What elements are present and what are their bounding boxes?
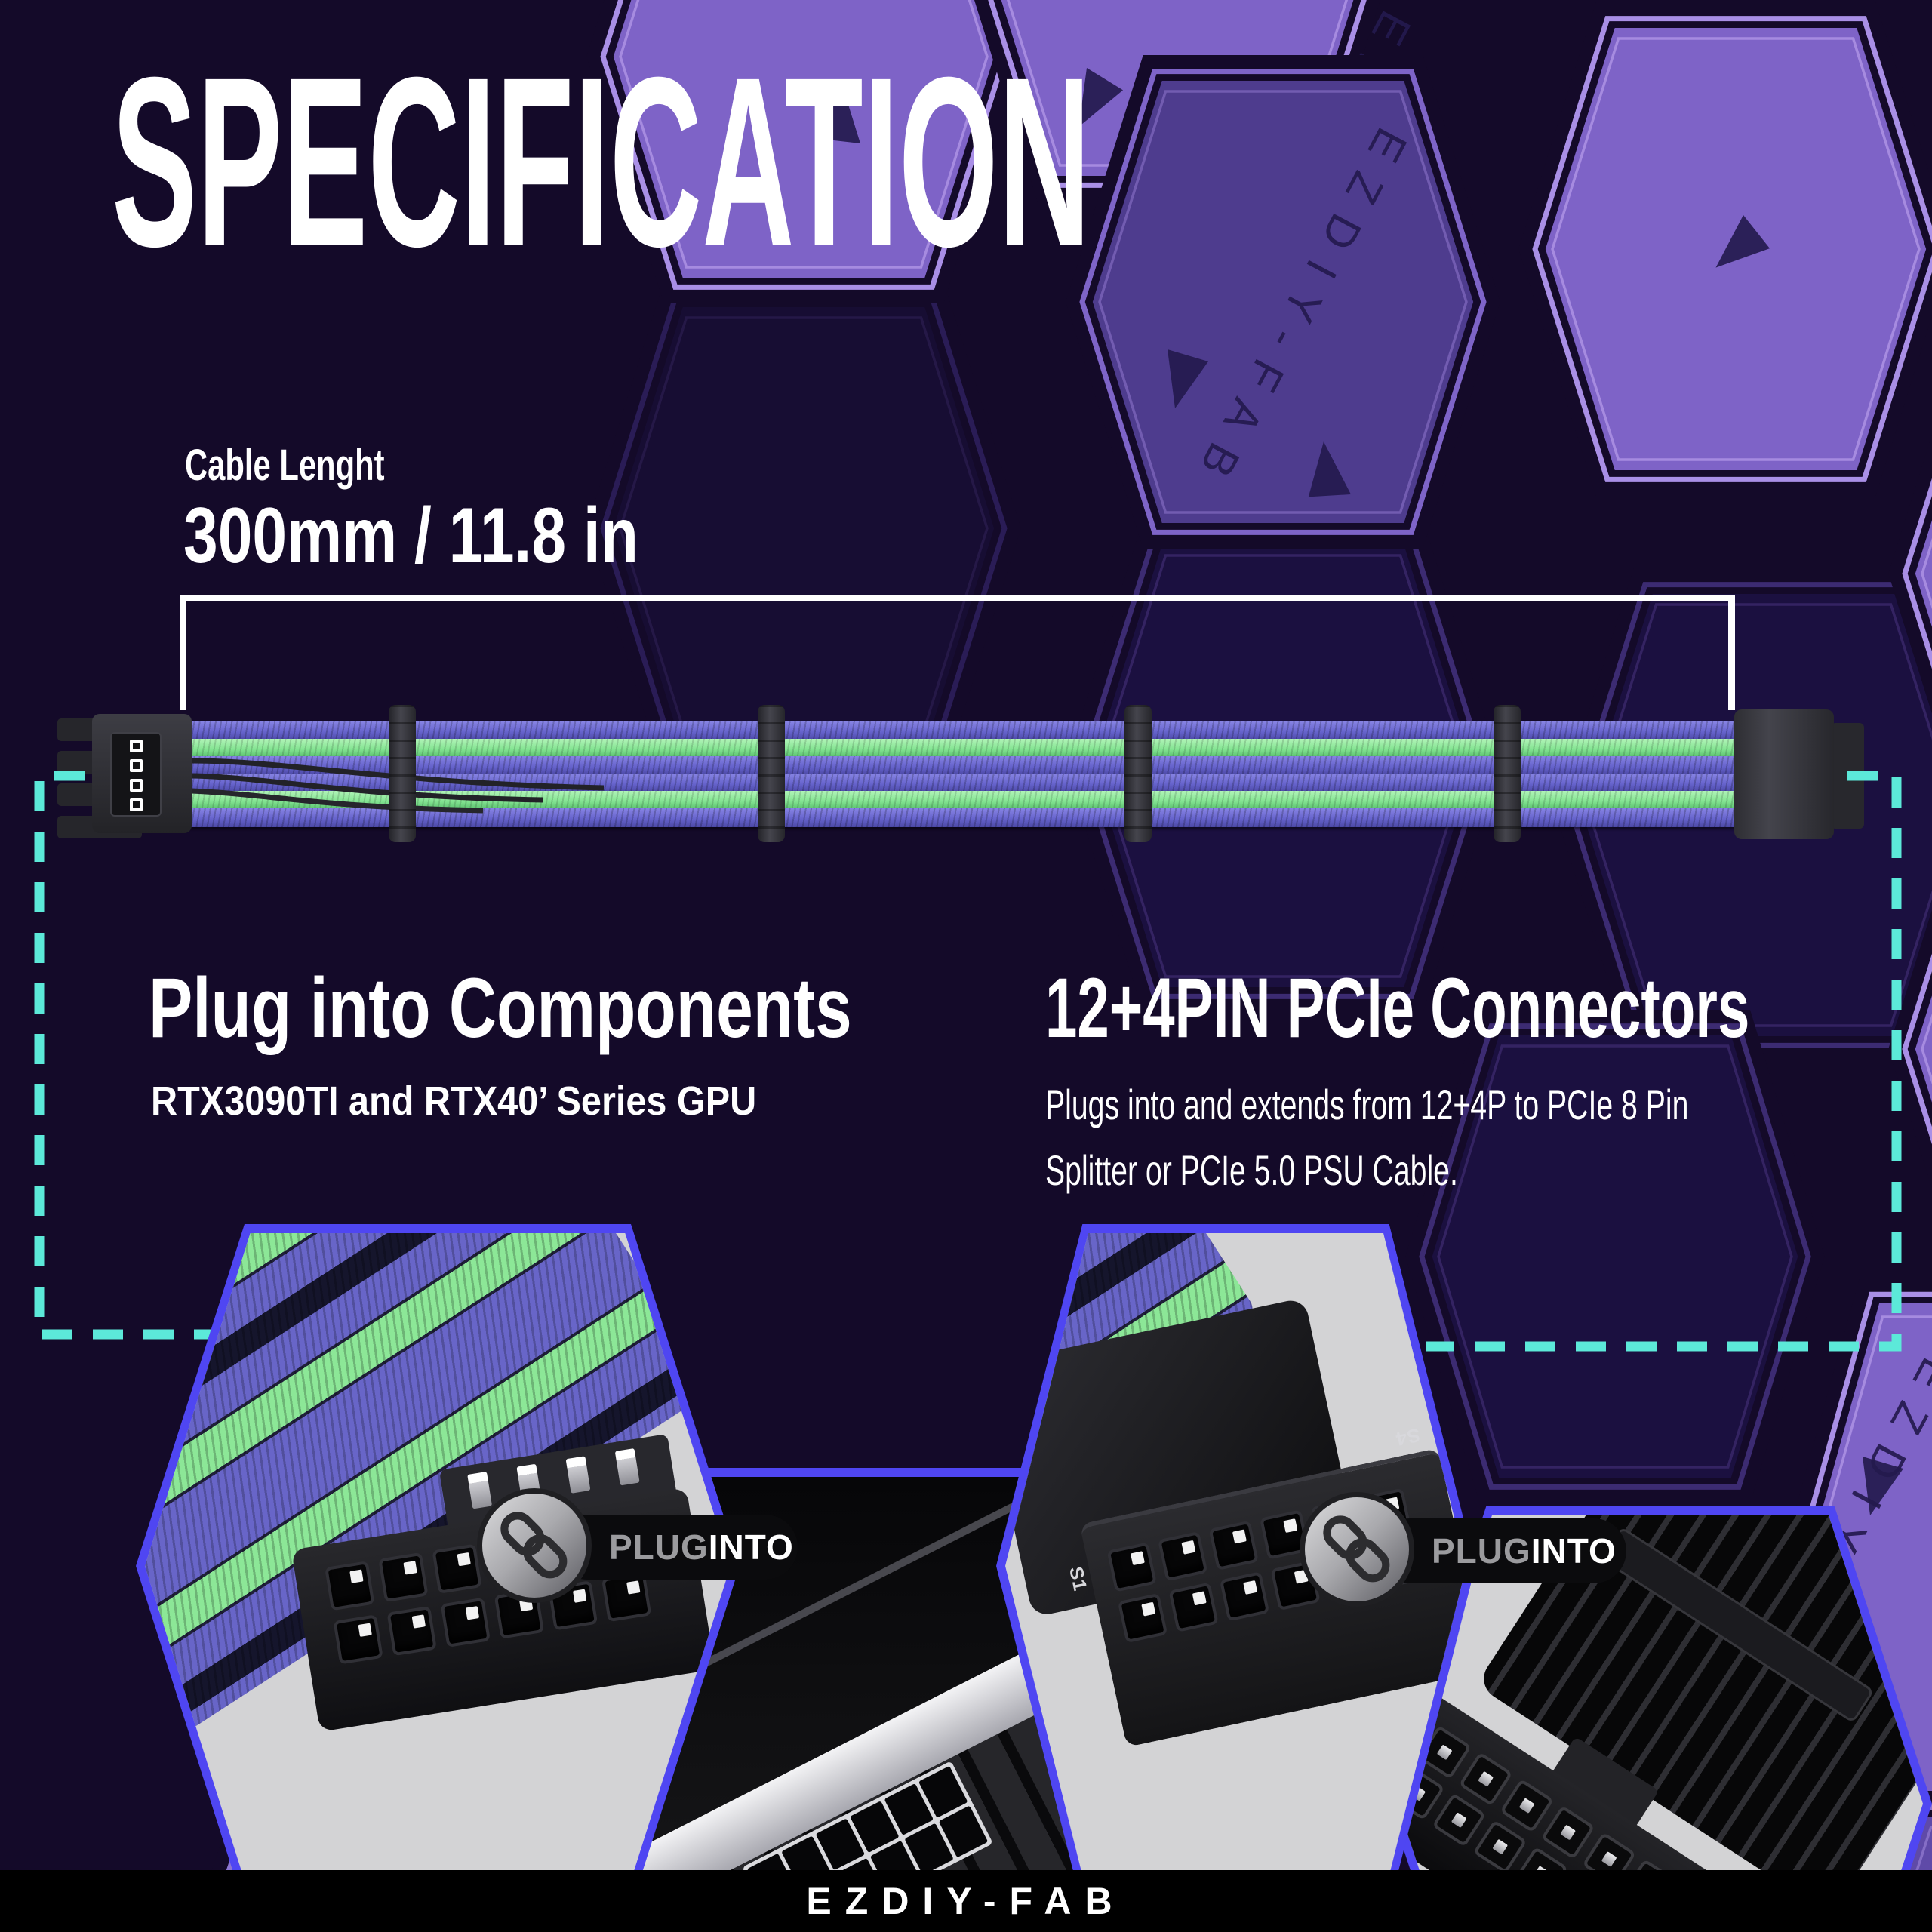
section-body-line1: Plugs into and extends from 12+4P to PCI…	[1045, 1081, 1689, 1128]
measurement-bracket-right-tick	[1728, 595, 1735, 710]
section-heading-connectors: 12+4PIN PCIe Connectors	[1045, 959, 1932, 1057]
section-heading-connectors-text: 12+4PIN PCIe Connectors	[1045, 961, 1750, 1055]
connector-pin	[378, 1552, 429, 1603]
sense-pin	[130, 779, 143, 792]
photo-hex-psu-plug-photo	[1398, 1515, 1923, 1932]
connector-pin	[1117, 1592, 1168, 1644]
hex-tile	[1551, 37, 1921, 461]
cable-strand-purple-4	[113, 808, 1751, 827]
hex-tile	[1006, 0, 1349, 167]
cable-length-label-text: Cable Lenght	[185, 441, 385, 490]
photo-hex-cable-connector	[136, 1224, 740, 1908]
connector-pin	[1168, 1582, 1219, 1632]
hex-tile	[1532, 16, 1932, 482]
hex-triangle-decoration	[1078, 68, 1124, 127]
left-connector-pin-panel	[110, 732, 162, 817]
hex-tile	[1066, 55, 1500, 549]
cable-comb	[1494, 705, 1521, 842]
cable-strand-purple-1	[113, 721, 1751, 740]
section-heading-components: Plug into Components	[149, 959, 1051, 1057]
plug-into-badge: PLUGINTO	[1377, 1518, 1626, 1583]
hex-triangle-decoration	[1863, 1457, 1903, 1515]
hex-triangle-decoration	[818, 86, 860, 143]
badge-plug-text: PLUG	[1432, 1531, 1531, 1571]
connector-pin	[1219, 1571, 1270, 1622]
hex-tile	[1079, 69, 1487, 535]
dashed-connector-right	[1426, 771, 1902, 1352]
hex-tile	[988, 0, 1367, 188]
footer-brand: EZDIY-FAB	[806, 1880, 1126, 1922]
connector-pin	[1208, 1520, 1259, 1571]
sense-pin	[614, 1448, 640, 1486]
connector-pin	[386, 1605, 437, 1657]
dashed-connector-left	[34, 771, 226, 1340]
page-title-text: SPECIFICATION	[112, 26, 1091, 297]
connector-label-s4: S4	[1393, 1423, 1423, 1450]
connector-pin	[333, 1614, 383, 1665]
badge-into-text: INTO	[1531, 1531, 1617, 1571]
badge-into-text: INTO	[708, 1527, 794, 1567]
connector-pin	[1158, 1531, 1208, 1582]
connector-pin	[432, 1543, 482, 1594]
hex-tile	[1895, 1826, 1932, 1932]
right-connector-housing	[1734, 709, 1834, 839]
sense-pin	[565, 1456, 591, 1494]
hex-tile	[619, 0, 989, 269]
hex-tile	[1098, 90, 1468, 514]
section-body-line2: Splitter or PCIe 5.0 PSU Cable.	[1045, 1146, 1458, 1194]
hex-tile	[1405, 1010, 1825, 1503]
cable-strand-green-1	[113, 739, 1751, 758]
cable-comb	[758, 705, 785, 842]
section-subtext-components-text: RTX3090TI and RTX40’ Series GPU	[151, 1078, 757, 1124]
connector-pin	[325, 1561, 375, 1611]
cable-comb	[1124, 705, 1152, 842]
cable-length-value-text: 300mm / 11.8 in	[183, 492, 638, 580]
hex-triangle-decoration	[1715, 215, 1770, 268]
cable-comb	[389, 705, 416, 842]
connector-pin	[1106, 1542, 1157, 1592]
measurement-bracket-top	[180, 595, 1735, 601]
cable-length-label: Cable Lenght	[185, 440, 462, 491]
chain-link-icon	[1300, 1492, 1414, 1607]
sense-pin	[130, 740, 143, 752]
section-heading-components-text: Plug into Components	[149, 961, 852, 1055]
measurement-bracket-left-tick	[180, 595, 186, 710]
hex-tile	[1437, 1044, 1793, 1469]
section-body-connectors: Plugs into and extends from 12+4P to PCI…	[1045, 1072, 1932, 1204]
hex-triangle-decoration	[1308, 441, 1351, 497]
chain-link-icon	[477, 1488, 592, 1603]
hex-tile	[1888, 434, 1932, 713]
footer-band: EZDIY-FAB	[0, 1870, 1932, 1932]
cable-length-value: 300mm / 11.8 in	[183, 491, 759, 581]
page-title: SPECIFICATION	[112, 23, 1932, 300]
hex-tile	[1888, 909, 1932, 1189]
hex-triangle-decoration	[1168, 349, 1208, 408]
badge-plug-text: PLUG	[609, 1527, 709, 1567]
hex-tile	[1419, 1023, 1811, 1490]
plug-into-badge: PLUGINTO	[555, 1515, 798, 1580]
section-subtext-components: RTX3090TI and RTX40’ Series GPU	[151, 1078, 823, 1124]
sense-pin	[130, 798, 143, 811]
sense-pin	[130, 759, 143, 772]
cable-strand-purple-2	[113, 756, 1751, 775]
connector-pin	[440, 1597, 491, 1648]
